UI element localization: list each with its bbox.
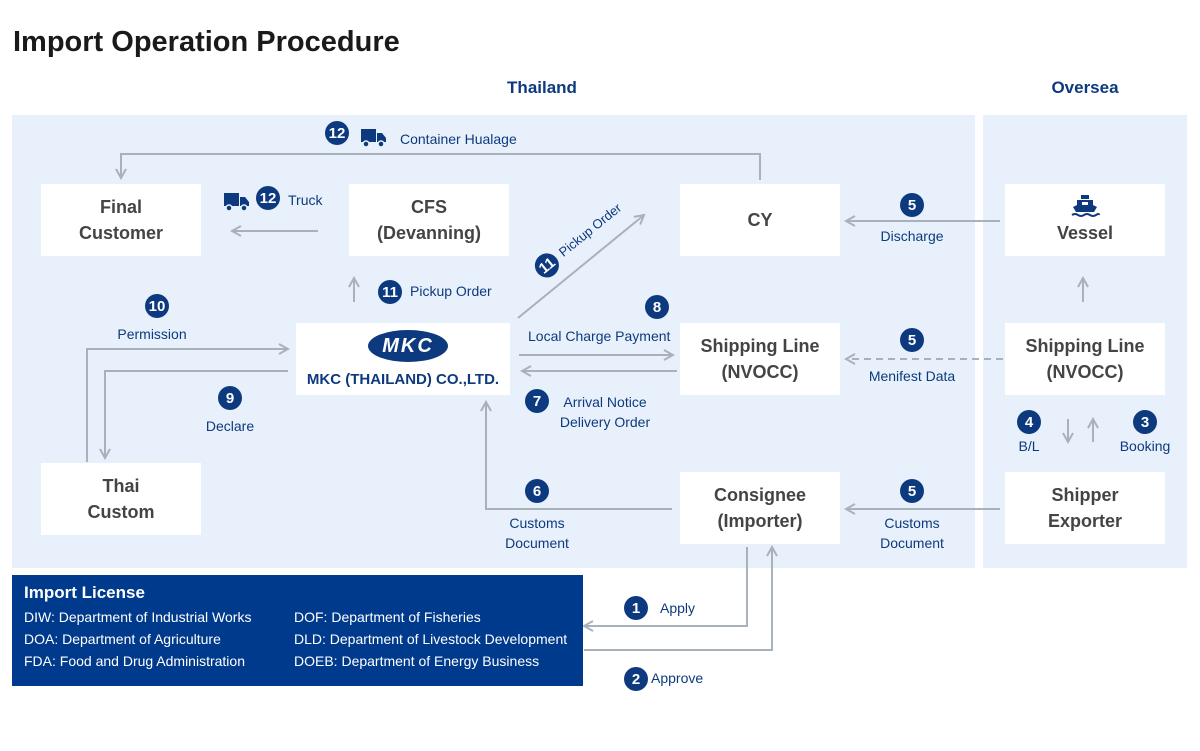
step-label-customs-mkc-1: Customs (509, 515, 565, 531)
step-label-bl: B/L (1018, 438, 1040, 454)
step-badge-1: 1 (624, 596, 648, 620)
region-label-oversea: Oversea (1051, 78, 1119, 97)
step-badge-5-manifest: 5 (900, 328, 924, 352)
step-badge-11-cfs: 11 (378, 280, 402, 304)
arrow-permission (86, 349, 288, 462)
final-customer-label-2: Customer (78, 223, 163, 243)
step-badge-10: 10 (145, 294, 169, 318)
final-customer-box: Final Customer (41, 184, 201, 256)
step-label-approve: Approve (651, 670, 704, 686)
consignee-label-2: (Importer) (717, 511, 803, 531)
cy-label: CY (747, 210, 773, 230)
mkc-logo-text: MKC (382, 335, 434, 357)
step-badge-5-customs: 5 (900, 479, 924, 503)
arrow-approve (584, 547, 772, 651)
consignee-label-1: Consignee (713, 485, 806, 505)
arrow-declare (105, 370, 288, 458)
arrow-customs-doc-mkc (486, 402, 672, 510)
step-label-apply: Apply (660, 600, 696, 616)
cfs-label-2: (Devanning) (376, 223, 481, 243)
license-item: FDA: Food and Drug Administration (24, 653, 245, 669)
cfs-label-1: CFS (411, 197, 447, 217)
cy-box: CY (680, 184, 840, 256)
truck-icon (224, 193, 249, 212)
arrow-pickup-cy (517, 215, 644, 319)
cfs-box: CFS (Devanning) (349, 184, 509, 256)
step-label-pickup-order-cfs: Pickup Order (410, 283, 492, 299)
thai-custom-box: Thai Custom (41, 463, 201, 535)
shipping-line-os-box: Shipping Line (NVOCC) (1005, 323, 1165, 395)
shipping-line-th-box: Shipping Line (NVOCC) (680, 323, 840, 395)
license-item: DOF: Department of Fisheries (294, 609, 481, 625)
final-customer-label-1: Final (99, 197, 142, 217)
license-item: DLD: Department of Livestock Development (294, 631, 568, 647)
mkc-company-name: MKC (THAILAND) CO.,LTD. (306, 371, 500, 388)
step-label-manifest: Menifest Data (868, 368, 956, 384)
step-label-permission: Permission (117, 326, 187, 342)
page-title: Import Operation Procedure (13, 26, 400, 58)
truck-icon (361, 129, 386, 148)
consignee-box: Consignee (Importer) (680, 472, 840, 544)
step-badge-2: 2 (624, 667, 648, 691)
license-item: DIW: Department of Industrial Works (24, 609, 252, 625)
step-badge-3: 3 (1133, 410, 1157, 434)
license-item: DOA: Department of Agriculture (24, 631, 221, 647)
step-badge-9: 9 (218, 386, 242, 410)
step-badge-7: 7 (525, 389, 549, 413)
step-label-customs-consignee-1: Customs (884, 515, 940, 531)
step-badge-8: 8 (645, 295, 669, 319)
shipping-line-th-label-2: (NVOCC) (721, 362, 799, 382)
step-badge-5-discharge: 5 (900, 193, 924, 217)
step-label-truck: Truck (288, 192, 323, 208)
step-badge-12-haulage: 12 (325, 121, 349, 145)
shipping-line-os-label-2: (NVOCC) (1046, 362, 1124, 382)
arrow-apply (584, 547, 748, 626)
region-label-thailand: Thailand (507, 78, 577, 97)
step-label-customs-mkc-2: Document (505, 535, 569, 551)
shipper-label-2: Exporter (1047, 511, 1123, 531)
shipper-box: Shipper Exporter (1005, 472, 1165, 544)
shipper-label-1: Shipper (1051, 485, 1119, 505)
thai-custom-label-2: Custom (87, 502, 155, 522)
shipping-line-os-label-1: Shipping Line (1025, 336, 1145, 356)
step-label-local-charge: Local Charge Payment (528, 328, 671, 344)
license-item: DOEB: Department of Energy Business (294, 653, 540, 669)
thai-custom-label-1: Thai (102, 476, 140, 496)
vessel-label: Vessel (1056, 223, 1114, 243)
step-label-customs-consignee-2: Document (880, 535, 944, 551)
step-badge-6: 6 (525, 479, 549, 503)
shipping-line-th-label-1: Shipping Line (700, 336, 820, 356)
import-license-panel: Import License DIW: Department of Indust… (12, 575, 583, 686)
ship-icon (1071, 195, 1100, 217)
vessel-box: Vessel (1005, 184, 1165, 256)
mkc-logo (368, 330, 448, 362)
step-label-arrival-notice: Arrival Notice (563, 394, 647, 410)
arrow-container-haulage (121, 153, 761, 180)
step-label-discharge: Discharge (880, 228, 944, 244)
step-label-container-haulage: Container Hualage (400, 131, 517, 147)
step-badge-12-truck: 12 (256, 186, 280, 210)
step-label-booking: Booking (1119, 438, 1171, 454)
import-license-title: Import License (24, 583, 145, 602)
mkc-company-box: MKC MKC (THAILAND) CO.,LTD. (296, 323, 510, 395)
step-badge-4: 4 (1017, 410, 1041, 434)
step-label-declare: Declare (205, 418, 255, 434)
step-label-delivery-order: Delivery Order (559, 414, 651, 430)
